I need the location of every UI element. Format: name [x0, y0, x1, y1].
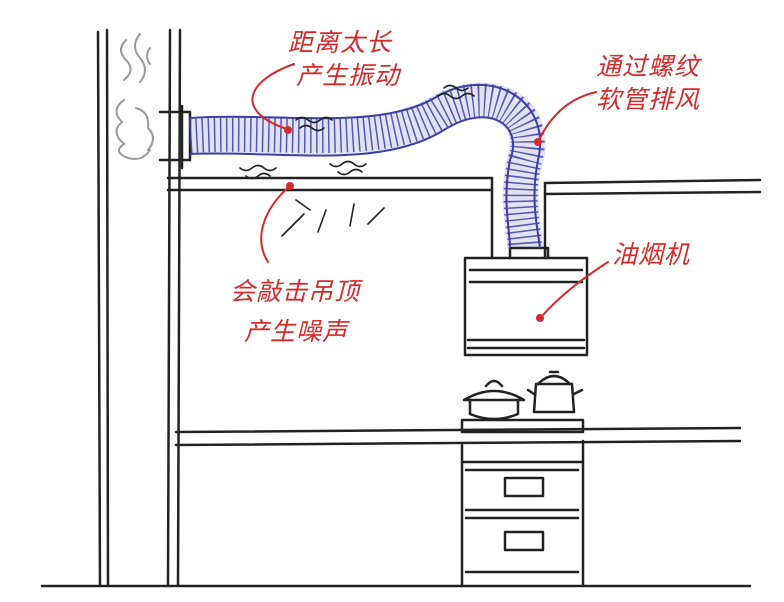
annotation-range-hood: 油烟机: [612, 238, 690, 271]
annotation-threaded-hose: 通过螺纹 软管排风: [596, 50, 700, 116]
wall-lines: [96, 28, 182, 587]
annotation-line: 油烟机: [612, 240, 691, 269]
annotation-line: 距离太长: [288, 28, 393, 57]
callout-arrows: [251, 63, 609, 322]
annotation-line: 产生噪声: [244, 317, 349, 346]
annotation-duct-too-long: 距离太长 产生振动: [288, 26, 400, 92]
wall-outlet-flange: [158, 104, 192, 170]
annotation-line: 通过螺纹: [596, 52, 701, 81]
smoke-icon: [115, 33, 154, 160]
drawer-cabinet: [460, 439, 585, 588]
drawer-handle-icon: [503, 530, 545, 552]
annotation-line: 产生振动: [296, 61, 401, 90]
kettle-icon: [526, 370, 584, 414]
vibration-marks: [239, 84, 475, 180]
range-hood: [463, 246, 589, 357]
pot-icon: [462, 379, 526, 421]
drawer-handle-icon: [503, 476, 545, 498]
annotation-ceiling-noise: 会敲击吊顶 产生噪声: [230, 272, 360, 352]
ceiling-panel: [166, 176, 762, 260]
annotation-line: 软管排风: [596, 85, 701, 114]
flexible-duct: [188, 82, 546, 249]
noise-lines: [281, 199, 385, 237]
countertop: [174, 418, 742, 447]
annotation-line: 会敲击吊顶: [230, 277, 361, 306]
